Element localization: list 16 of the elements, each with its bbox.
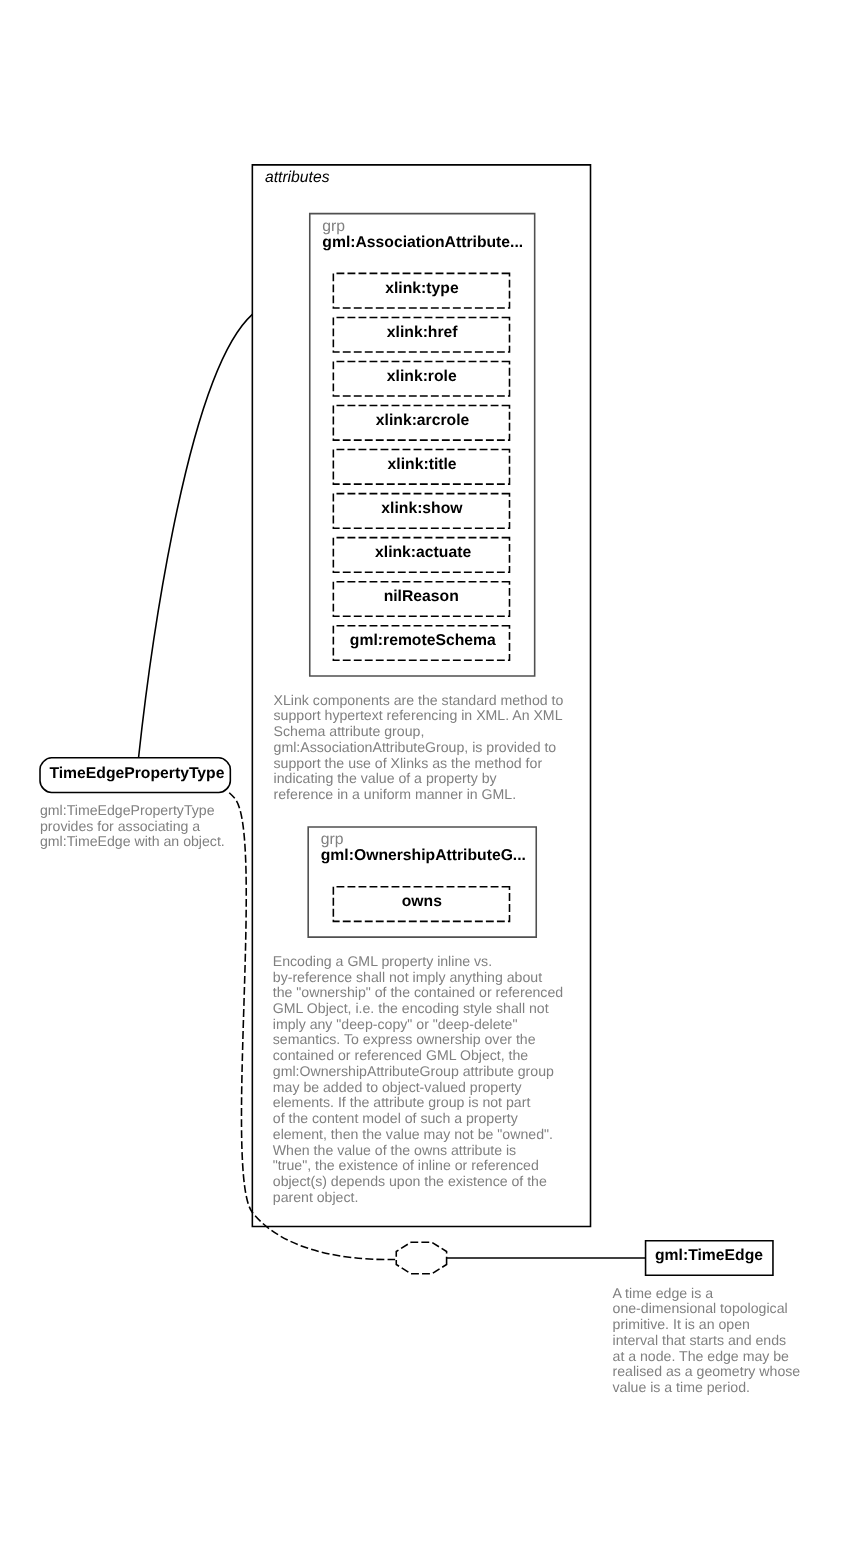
connector	[228, 790, 397, 1260]
node-box: gml:TimeEdge	[644, 1238, 774, 1276]
node-box: xlink:href	[332, 315, 511, 352]
node-box: gml:remoteSchema	[332, 623, 511, 661]
node-box: nilReason	[332, 579, 511, 617]
connector	[137, 312, 254, 758]
node-box: xlink:title	[332, 447, 511, 484]
node-box: xlink:role	[332, 359, 511, 396]
node-box: xlink:arcrole	[332, 403, 511, 440]
node-box: xlink:type	[332, 271, 511, 308]
node-box: xlink:show	[332, 491, 511, 528]
node-octagon	[395, 1240, 448, 1274]
connector	[446, 1256, 647, 1258]
node-box: owns	[332, 885, 511, 922]
node-box: xlink:actuate	[332, 535, 511, 573]
node-box: TimeEdgePropertyType	[39, 756, 232, 793]
